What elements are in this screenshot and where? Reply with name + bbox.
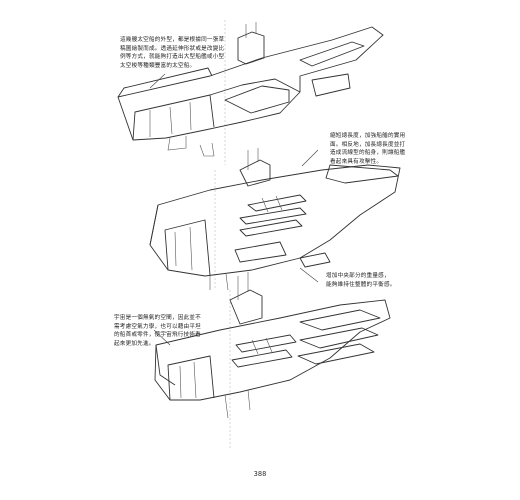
annotation-center-weight: 增加中央部分的重量感， 能夠維持住整體的平衡感。 bbox=[326, 273, 396, 288]
spaceship-sketch-1 bbox=[117, 22, 384, 157]
leader-line bbox=[153, 329, 171, 346]
annotation-space-aerodynamics: 宇宙是一個無氣的空間，因此並不 需考慮空氣力學，也可以藉由平坦 的船首或零件，使… bbox=[114, 315, 201, 347]
spaceship-sketch-3 bbox=[154, 272, 391, 419]
annotation-length-variation: 縮短總長度，加強船艏的實用 面。相反地，加長總長度並打 造成流線型的船身，則讓船… bbox=[330, 133, 406, 165]
leader-line bbox=[149, 73, 166, 89]
leader-line bbox=[301, 149, 319, 167]
page-number: 388 bbox=[253, 470, 267, 478]
leader-line bbox=[299, 267, 319, 283]
spaceship-sketch-2 bbox=[149, 148, 401, 291]
annotation-shared-draft: 這幾艘太空船的外型，都是根據同一張草 稿圖繪製而成。透過延伸形狀或是改變比 例等… bbox=[120, 37, 225, 69]
